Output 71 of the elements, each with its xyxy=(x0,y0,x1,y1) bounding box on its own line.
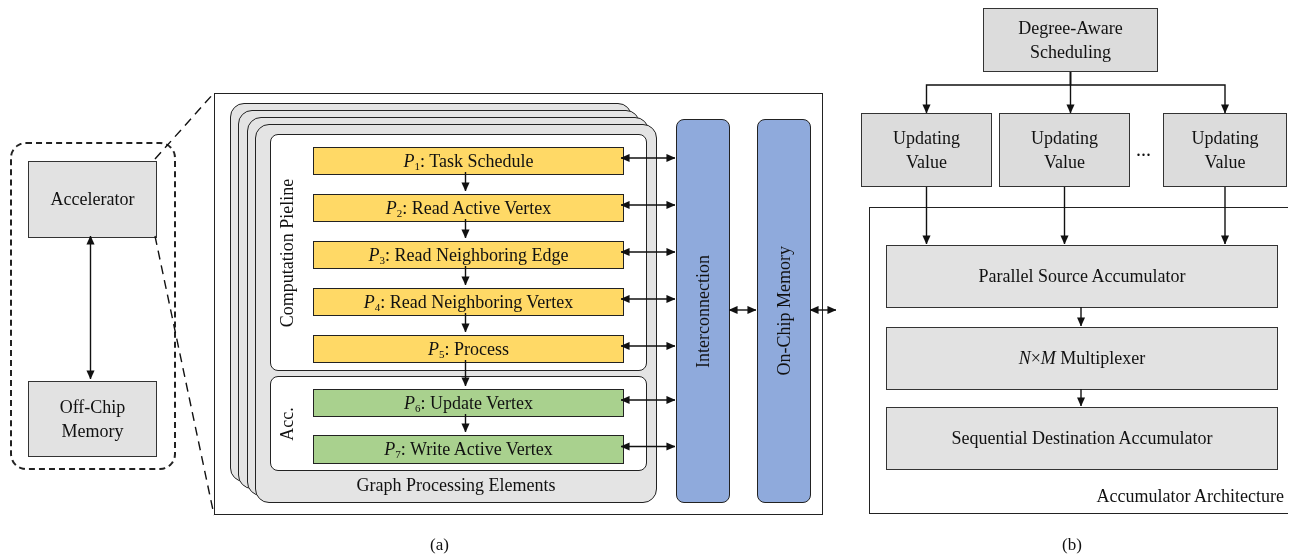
box-label: Off-Chip Memory xyxy=(58,395,127,443)
process-box xyxy=(886,245,1278,308)
group-label: Computation Pieline xyxy=(277,178,298,327)
arrow xyxy=(620,341,676,351)
process-box xyxy=(861,113,992,187)
frame-label: Accumulator Architecture xyxy=(1096,486,1284,507)
box-label: P$_{5}$: Process xyxy=(427,337,510,362)
dashed-group-outline xyxy=(10,142,176,470)
card-label: Graph Processing Elements xyxy=(356,475,556,496)
arrow xyxy=(620,442,676,451)
arrow xyxy=(1220,186,1230,245)
box-label: P$_{1}$: Task Schedule xyxy=(402,149,535,174)
arrow xyxy=(1076,306,1086,327)
box-label: P$_{7}$: Write Active Vertex xyxy=(383,438,554,462)
arrow xyxy=(461,312,470,333)
arrow xyxy=(620,200,676,210)
box-label: N×M Multiplexer xyxy=(1017,347,1147,371)
arrow xyxy=(461,413,470,433)
arrow xyxy=(1076,388,1086,407)
stage-box xyxy=(313,288,624,316)
box-label: Degree-Aware Scheduling xyxy=(1017,16,1124,64)
group-label: Acc. xyxy=(277,406,298,441)
ellipsis: ... xyxy=(1136,138,1151,161)
arrow xyxy=(461,359,470,387)
architecture-frame xyxy=(869,207,1288,514)
arrow xyxy=(461,265,470,286)
stage-group xyxy=(270,376,647,471)
stage-box xyxy=(313,335,624,363)
process-box xyxy=(999,113,1130,187)
arrow xyxy=(728,305,757,315)
bus-bar xyxy=(676,119,730,503)
box-label: Updating Value xyxy=(1190,126,1260,174)
stage-box xyxy=(313,435,624,464)
box-label: Parallel Source Accumulator xyxy=(977,265,1187,289)
stage-box xyxy=(313,389,624,417)
box-label: Updating Value xyxy=(1030,126,1099,174)
stage-group xyxy=(270,134,647,371)
process-box xyxy=(28,161,157,238)
bus-label: On-Chip Memory xyxy=(773,246,795,376)
box-label: P$_{3}$: Read Neighboring Edge xyxy=(367,243,570,268)
stage-box xyxy=(313,241,624,269)
box-label: P$_{6}$: Update Vertex xyxy=(402,391,535,416)
box-label: Sequential Destination Accumulator xyxy=(950,427,1214,451)
arrow xyxy=(620,294,676,304)
arrow xyxy=(620,247,676,257)
bus-label: Interconnection xyxy=(692,254,714,368)
stacked-card xyxy=(255,124,657,503)
process-box xyxy=(886,327,1278,390)
arrow xyxy=(1069,71,1230,114)
zoom-frame xyxy=(214,93,823,515)
stage-box xyxy=(313,194,624,222)
caption: (b) xyxy=(1062,535,1082,555)
process-box xyxy=(983,8,1158,72)
arrow xyxy=(461,171,470,192)
process-box xyxy=(886,407,1278,470)
box-label: Accelerator xyxy=(49,188,136,212)
arrow xyxy=(86,235,95,380)
arrow xyxy=(922,186,931,245)
stage-box xyxy=(313,147,624,175)
box-label: Updating Value xyxy=(892,126,961,174)
process-box xyxy=(28,381,157,457)
process-box xyxy=(1163,113,1287,187)
arrow xyxy=(620,153,676,163)
caption: (a) xyxy=(430,535,449,555)
box-label: P$_{2}$: Read Active Vertex xyxy=(384,196,553,221)
arrow xyxy=(809,305,837,315)
arrow xyxy=(1060,186,1069,245)
arrow xyxy=(461,218,470,239)
bus-bar xyxy=(757,119,811,503)
arrow xyxy=(620,395,676,405)
box-label: P$_{4}$: Read Neighboring Vertex xyxy=(362,290,575,315)
